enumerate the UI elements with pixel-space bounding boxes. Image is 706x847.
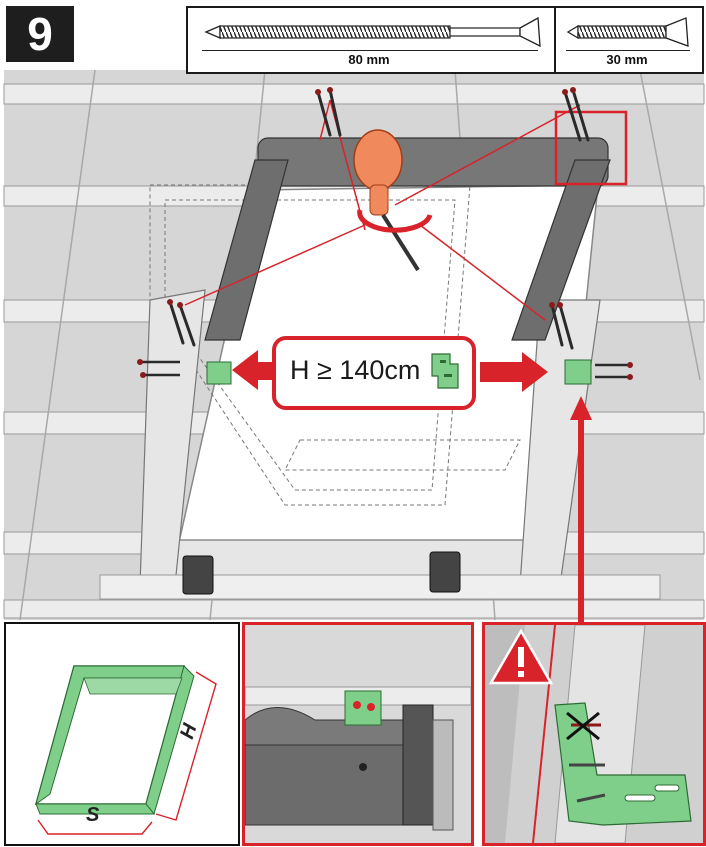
screw-80mm-box: 80 mm bbox=[186, 6, 556, 74]
bracket-icon bbox=[344, 690, 382, 726]
bracket-icon bbox=[431, 353, 459, 389]
bracket-icon bbox=[554, 702, 692, 826]
bracket-icon bbox=[206, 359, 592, 385]
screw-icon bbox=[204, 16, 541, 48]
screwdriver-icon bbox=[353, 129, 420, 272]
screw-icon bbox=[168, 88, 590, 350]
bottom-clips bbox=[182, 551, 461, 595]
screw-30mm-label: 30 mm bbox=[606, 52, 648, 67]
collar-detail-drawing bbox=[245, 625, 471, 843]
frame-schematic bbox=[35, 665, 217, 835]
rotation-arrow-icon bbox=[357, 209, 433, 233]
width-letter: S bbox=[86, 804, 100, 826]
height-callout-text: H ≥ 140cm bbox=[290, 355, 421, 385]
screw-icon bbox=[566, 17, 689, 47]
warning-detail-drawing bbox=[485, 625, 703, 843]
warning-detail bbox=[482, 622, 706, 846]
warning-icon bbox=[488, 628, 554, 685]
dimension-line bbox=[202, 50, 538, 51]
screw-30mm-box: 30 mm bbox=[554, 6, 704, 74]
screw-icon bbox=[569, 763, 606, 803]
short-screws bbox=[140, 360, 630, 379]
collar-detail bbox=[242, 622, 474, 846]
cross-icon bbox=[566, 711, 600, 741]
dimension-line bbox=[566, 50, 690, 51]
dimension-inset: H S bbox=[4, 622, 240, 846]
detail-highlight-box bbox=[554, 110, 628, 186]
step-number: 9 bbox=[6, 6, 74, 62]
up-arrow bbox=[570, 396, 592, 630]
screw-80mm-label: 80 mm bbox=[348, 52, 390, 67]
height-callout: H ≥ 140cm bbox=[272, 336, 476, 410]
insulation-collar bbox=[204, 137, 611, 341]
